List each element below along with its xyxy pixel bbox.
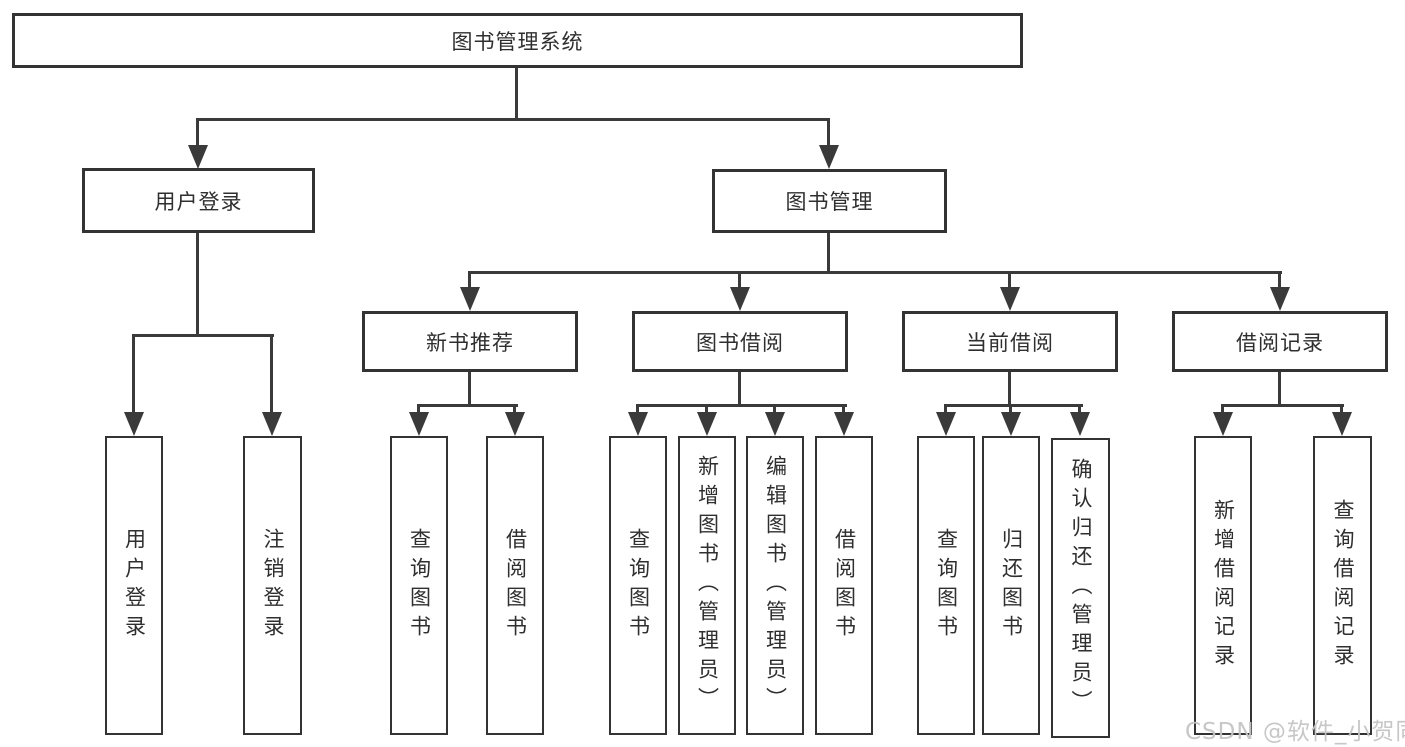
arrow-down-icon — [1332, 412, 1352, 436]
arrow-down-icon — [1070, 412, 1090, 436]
connector-borrow-record-hline — [1221, 404, 1344, 407]
node-root: 图书管理系统 — [12, 13, 1023, 68]
connector-book-borrow-hline — [636, 404, 847, 407]
arrow-down-icon — [1000, 287, 1020, 311]
node-user-login: 用户登录 — [82, 168, 315, 233]
connector-level3-drop — [1278, 271, 1281, 291]
connector-leaf-drop — [944, 404, 947, 418]
connector-book-borrow-stem — [738, 372, 741, 407]
arrow-down-icon — [409, 412, 429, 436]
connector-borrow-record-stem — [1278, 372, 1281, 407]
connector-level3-drop — [1008, 271, 1011, 291]
connector-leaf-drop — [513, 404, 516, 418]
arrow-down-icon — [460, 287, 480, 311]
leaf-borrow-book-recommend: 借阅图书 — [486, 436, 544, 735]
leaf-query-book-borrow: 查询图书 — [609, 436, 667, 735]
arrow-down-icon — [505, 412, 525, 436]
connector-user-login-drop — [196, 118, 199, 148]
leaf-user-login: 用户登录 — [105, 436, 163, 735]
node-borrow-record: 借阅记录 — [1172, 311, 1388, 372]
connector-user-login-hline — [132, 334, 274, 337]
connector-level3-drop — [738, 271, 741, 291]
leaf-logout: 注销登录 — [243, 436, 302, 735]
arrow-down-icon — [765, 412, 785, 436]
connector-user-login-stem — [196, 233, 199, 337]
connector-new-book-stem — [468, 372, 471, 407]
leaf-add-book-admin: 新增图书（管理员） — [678, 436, 736, 735]
leaf-add-borrow-record: 新增借阅记录 — [1194, 436, 1252, 735]
connector-current-borrow-hline — [944, 404, 1083, 407]
connector-leaf-drop — [773, 404, 776, 418]
arrow-down-icon — [834, 412, 854, 436]
leaf-query-book-current: 查询图书 — [917, 436, 975, 735]
arrow-down-icon — [936, 412, 956, 436]
node-book-management: 图书管理 — [712, 169, 947, 233]
leaf-edit-book-admin: 编辑图书（管理员） — [746, 436, 804, 735]
leaf-query-book-recommend: 查询图书 — [390, 436, 448, 735]
connector-leaf-drop — [1078, 404, 1081, 418]
connector-level2-hline — [196, 118, 830, 121]
connector-leaf-drop — [270, 334, 273, 416]
node-current-borrow: 当前借阅 — [902, 311, 1118, 372]
connector-root-stem — [515, 68, 518, 121]
connector-leaf-drop — [842, 404, 845, 418]
connector-new-book-hline — [417, 404, 518, 407]
connector-level3-drop — [468, 271, 471, 291]
connector-current-borrow-stem — [1008, 372, 1011, 407]
arrow-down-icon — [697, 412, 717, 436]
connector-leaf-drop — [417, 404, 420, 418]
connector-leaf-drop — [636, 404, 639, 418]
connector-leaf-drop — [132, 334, 135, 416]
leaf-query-borrow-record: 查询借阅记录 — [1313, 436, 1372, 735]
arrow-down-icon — [819, 145, 839, 169]
node-book-borrow: 图书借阅 — [632, 311, 848, 372]
connector-book-mgmt-stem — [827, 233, 830, 274]
connector-book-mgmt-drop — [827, 118, 830, 148]
arrow-down-icon — [730, 287, 750, 311]
leaf-confirm-return-admin: 确认归还（管理员） — [1051, 438, 1110, 738]
arrow-down-icon — [1270, 287, 1290, 311]
connector-leaf-drop — [1340, 404, 1343, 418]
arrow-down-icon — [1001, 412, 1021, 436]
connector-leaf-drop — [1221, 404, 1224, 418]
arrow-down-icon — [262, 412, 282, 436]
arrow-down-icon — [188, 145, 208, 169]
connector-leaf-drop — [1009, 404, 1012, 418]
arrow-down-icon — [628, 412, 648, 436]
arrow-down-icon — [124, 412, 144, 436]
arrow-down-icon — [1213, 412, 1233, 436]
csdn-watermark: CSDN @软件_小贺同学 — [1185, 719, 1405, 745]
connector-leaf-drop — [705, 404, 708, 418]
leaf-return-book: 归还图书 — [982, 436, 1040, 735]
node-new-book-recommend: 新书推荐 — [362, 311, 578, 372]
connector-level3-hline — [468, 271, 1282, 274]
leaf-borrow-book-borrow: 借阅图书 — [815, 436, 873, 735]
